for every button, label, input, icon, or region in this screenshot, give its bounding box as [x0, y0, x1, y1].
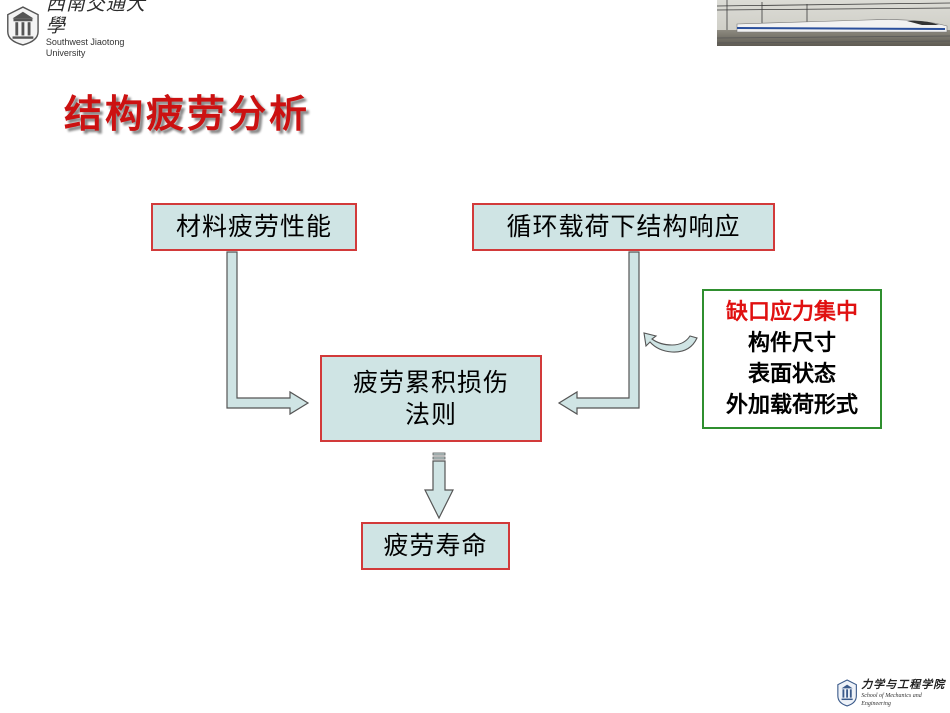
factor-load-form: 外加载荷形式 [725, 393, 858, 418]
cumulative-damage-label-line2: 法则 [404, 399, 457, 429]
arrow-material-to-damage [226, 251, 310, 416]
material-fatigue-box: 材料疲劳性能 [151, 203, 357, 251]
factor-surface-state: 表面状态 [747, 362, 836, 387]
university-logo: 西南交通大學 Southwest Jiaotong University [4, 0, 160, 58]
arrow-response-to-damage [557, 251, 640, 416]
factor-member-size: 构件尺寸 [747, 331, 836, 356]
fatigue-life-label: 疲劳寿命 [383, 531, 488, 560]
material-fatigue-label: 材料疲劳性能 [175, 212, 332, 241]
school-emblem-icon [837, 679, 857, 707]
university-name-cn: 西南交通大學 [45, 0, 146, 37]
fatigue-life-box: 疲劳寿命 [361, 522, 510, 570]
influence-factors-box: 缺口应力集中 构件尺寸 表面状态 外加载荷形式 [702, 289, 882, 429]
slide-title: 结构疲劳分析 [64, 92, 311, 136]
university-emblem-icon [7, 6, 39, 46]
school-logo: 力学与工程学院 School of Mechanics and Engineer… [836, 676, 946, 710]
school-name-en: School of Mechanics and Engineering [861, 693, 922, 707]
arrow-damage-to-life [424, 452, 454, 520]
university-name-en: Southwest Jiaotong University [45, 37, 125, 58]
cyclic-load-response-label: 循环载荷下结构响应 [506, 212, 741, 241]
cumulative-damage-box: 疲劳累积损伤 法则 [320, 355, 542, 442]
cyclic-load-response-box: 循环载荷下结构响应 [472, 203, 775, 251]
curved-arrow-icon [643, 332, 698, 353]
cumulative-damage-label-line1: 疲劳累积损伤 [352, 367, 509, 397]
factor-notch-stress: 缺口应力集中 [725, 300, 858, 325]
train-photo [717, 0, 950, 46]
school-name-cn: 力学与工程学院 [861, 678, 946, 691]
